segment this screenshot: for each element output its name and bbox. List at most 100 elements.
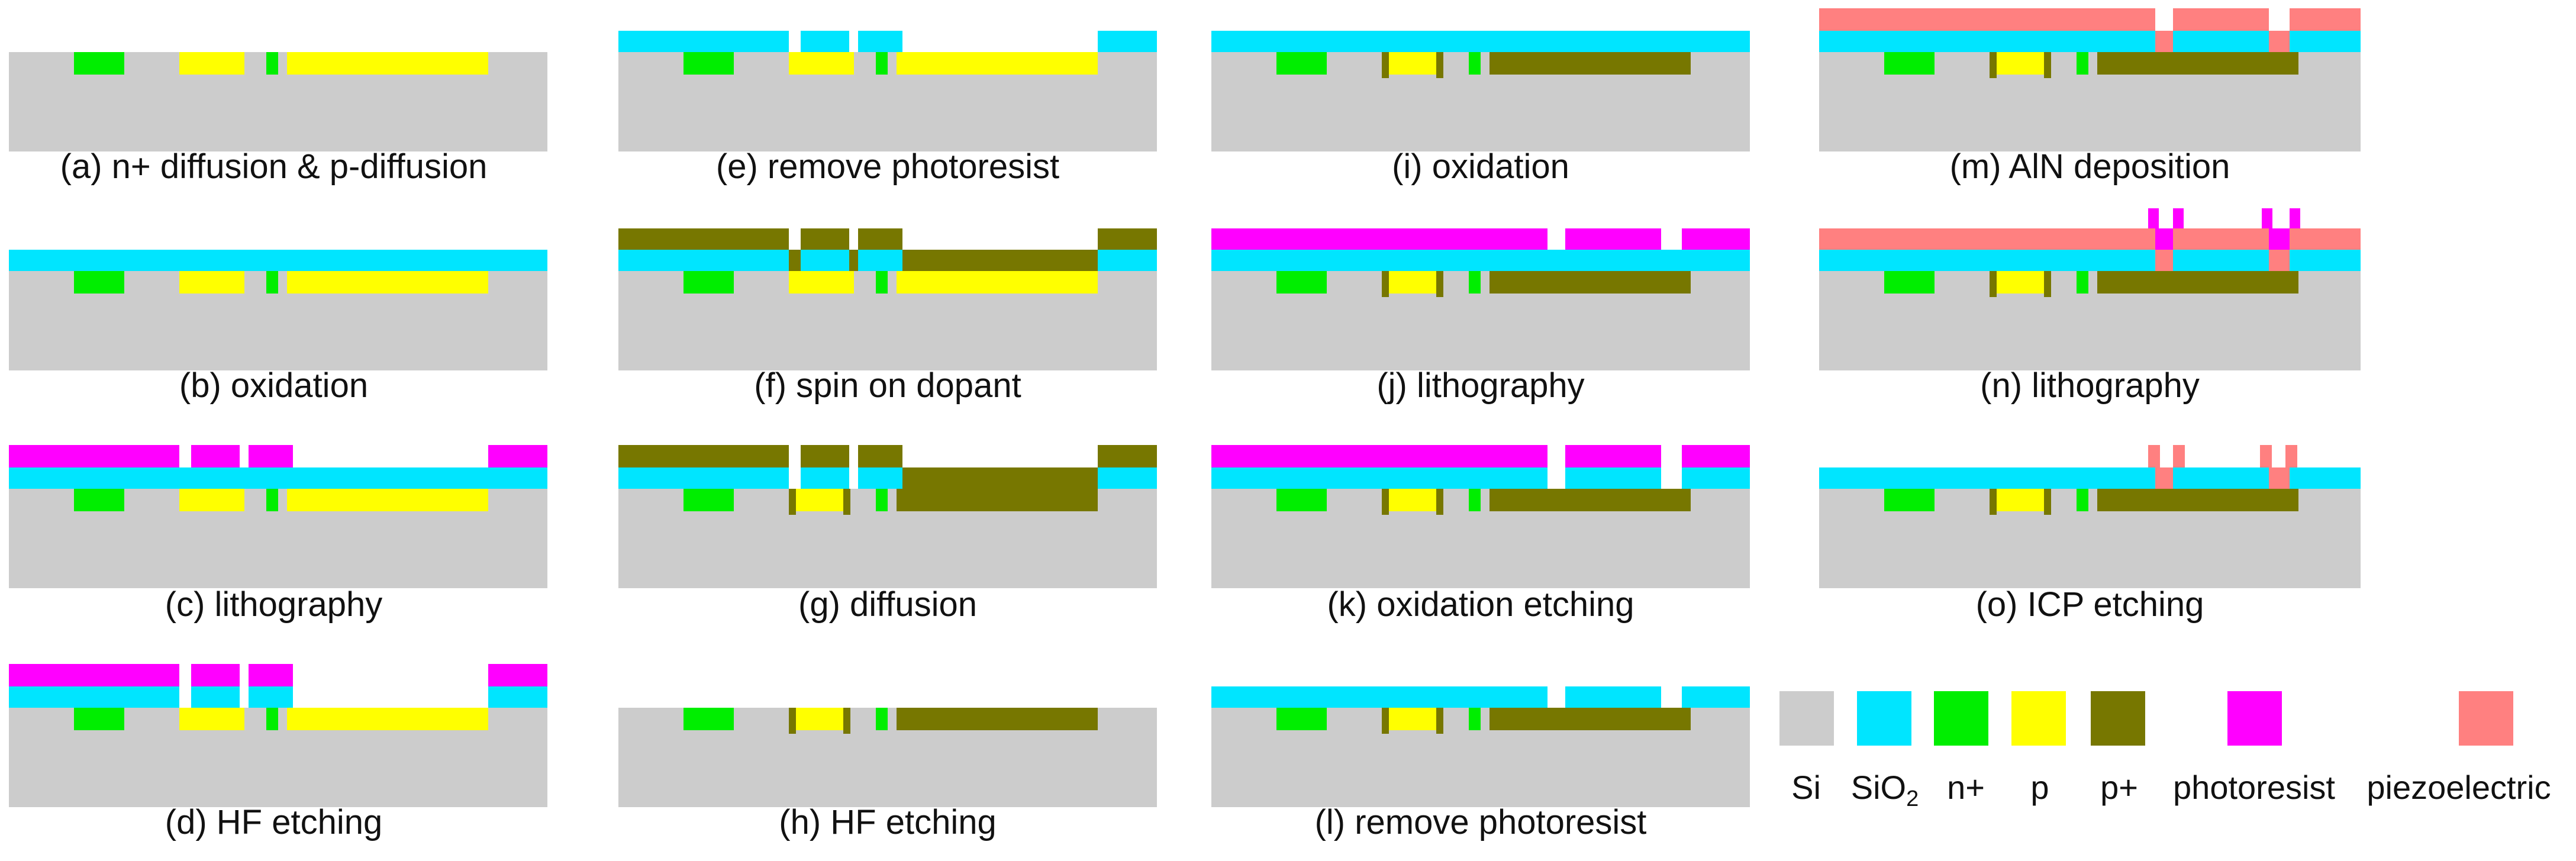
sio2-layer	[488, 686, 547, 708]
spin-on-dopant	[618, 445, 789, 467]
p-plus-region	[2097, 52, 2298, 75]
p-region	[1997, 52, 2044, 75]
step-label-o: (o) ICP etching	[1975, 585, 2204, 624]
step-label-n: (n) lithography	[1980, 366, 2200, 405]
p-plus-region	[1382, 708, 1389, 734]
n-plus-region	[74, 52, 124, 75]
n-plus-region	[1884, 271, 1935, 294]
n-plus-region	[876, 271, 888, 294]
spin-on-dopant	[801, 228, 849, 250]
spin-on-dopant	[789, 250, 801, 271]
photoresist-block	[2148, 208, 2159, 228]
n-plus-region	[74, 489, 124, 511]
sio2-layer	[618, 467, 789, 489]
p-region	[287, 489, 488, 511]
p-region	[1997, 489, 2044, 511]
step-label-m: (m) AlN deposition	[1949, 147, 2230, 186]
p-plus-region	[2044, 271, 2051, 297]
legend-label-sio2-subscript: 2	[1906, 786, 1919, 812]
p-plus-region	[1382, 52, 1389, 78]
n-plus-region	[684, 52, 734, 75]
n-plus-region	[1276, 271, 1327, 294]
n-plus-region	[1884, 489, 1935, 511]
photoresist-block	[2269, 228, 2290, 250]
sio2-layer	[801, 31, 849, 52]
p-plus-region	[789, 708, 796, 734]
n-plus-region	[876, 52, 888, 75]
sio2-layer	[1098, 250, 1157, 271]
step-label-l: (l) remove photoresist	[1314, 803, 1647, 841]
n-plus-region	[876, 708, 888, 730]
p-region	[287, 708, 488, 730]
p-region	[287, 52, 488, 75]
sio2-layer	[1098, 31, 1157, 52]
p-plus-region	[1436, 52, 1443, 78]
sio2-layer	[1819, 31, 2155, 52]
p-region	[179, 489, 244, 511]
piezoelectric-fill	[2155, 31, 2173, 52]
spin-on-dopant	[618, 228, 789, 250]
photoresist-block	[2155, 228, 2173, 250]
sio2-layer	[1565, 467, 1661, 489]
sio2-layer	[2290, 31, 2361, 52]
n-plus-region	[1469, 52, 1481, 75]
n-plus-region	[2077, 271, 2088, 294]
p-plus-region	[897, 708, 1098, 730]
p-plus-region	[1382, 271, 1389, 297]
step-label-f: (f) spin on dopant	[754, 366, 1021, 405]
p-plus-region	[2097, 271, 2298, 294]
piezoelectric-pillar	[2155, 467, 2173, 489]
n-plus-region	[2077, 489, 2088, 511]
photoresist-block	[1211, 445, 1547, 467]
legend-label-n-plus: n+	[1947, 769, 1985, 806]
n-plus-region	[266, 52, 278, 75]
photoresist-block	[1211, 228, 1547, 250]
sio2-layer	[191, 686, 240, 708]
photoresist-block	[1682, 445, 1750, 467]
p-plus-region	[1489, 708, 1691, 730]
sio2-layer	[1211, 467, 1547, 489]
spin-on-dopant	[858, 228, 902, 250]
p-region	[287, 271, 488, 294]
photoresist-block	[2173, 208, 2184, 228]
sio2-layer	[801, 467, 849, 489]
piezoelectric-pillar	[2285, 445, 2297, 467]
step-label-e: (e) remove photoresist	[715, 147, 1060, 186]
p-plus-region	[1489, 489, 1691, 511]
photoresist-block	[9, 445, 179, 467]
sio2-layer	[9, 250, 547, 271]
piezoelectric-layer	[1819, 8, 2155, 31]
spin-on-dopant	[902, 467, 1098, 489]
legend-swatch-p	[2011, 691, 2066, 746]
step-label-c: (c) lithography	[165, 585, 383, 624]
sio2-layer	[1682, 467, 1750, 489]
sio2-layer	[1211, 686, 1547, 708]
legend-swatch-si	[1779, 691, 1834, 746]
n-plus-region	[684, 489, 734, 511]
photoresist-block	[2290, 208, 2300, 228]
n-plus-region	[1469, 708, 1481, 730]
photoresist-block	[1565, 445, 1661, 467]
n-plus-region	[1276, 708, 1327, 730]
legend-label-si: Si	[1791, 769, 1821, 806]
photoresist-block	[488, 664, 547, 686]
legend-swatch-p-plus	[2091, 691, 2145, 746]
sio2-layer	[9, 686, 179, 708]
legend-swatch-sio2	[1857, 691, 1911, 746]
photoresist-block	[249, 445, 293, 467]
photoresist-block	[191, 664, 240, 686]
step-label-j: (j) lithography	[1376, 366, 1585, 405]
photoresist-block	[1565, 228, 1661, 250]
sio2-layer	[1819, 467, 2155, 489]
p-plus-region	[843, 708, 850, 734]
p-plus-region	[1489, 271, 1691, 294]
p-region	[796, 489, 843, 511]
piezoelectric-pillar	[2148, 445, 2160, 467]
n-plus-region	[684, 708, 734, 730]
p-plus-region	[2044, 52, 2051, 78]
n-plus-region	[1884, 52, 1935, 75]
piezoelectric-layer	[2173, 8, 2269, 31]
sio2-layer	[1819, 250, 2155, 271]
sio2-layer	[858, 467, 902, 489]
sio2-layer	[801, 250, 849, 271]
